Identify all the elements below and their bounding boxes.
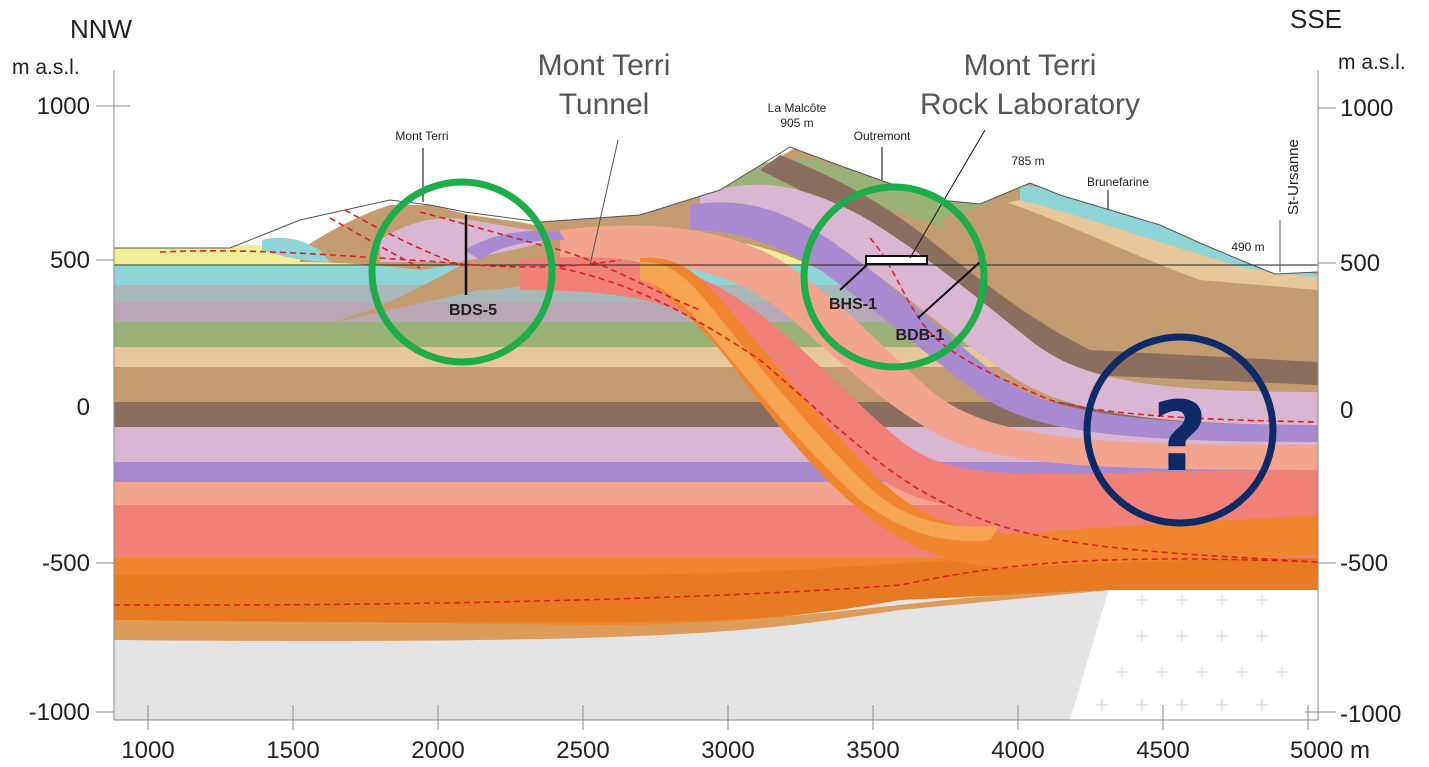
rock-laboratory-marker [865, 255, 928, 265]
fold-cyan-top [1020, 185, 1318, 278]
x-tick-3000: 3000 [701, 737, 754, 764]
label-490m: 490 m [1231, 240, 1264, 254]
right-unit-label: m a.s.l. [1338, 51, 1406, 74]
label-la-malcote-elev: 905 m [780, 116, 813, 130]
label-la-malcote: La Malcôte [768, 101, 827, 115]
tick-marks [96, 105, 1336, 730]
direction-nnw: NNW [70, 14, 133, 44]
unit-deep-orange-2 [114, 552, 1318, 623]
borehole-bhs1 [839, 263, 869, 291]
x-tick-1000: 1000 [121, 737, 174, 764]
lab-title-line1: Mont Terri [964, 49, 1097, 82]
crystalline-basement [1070, 585, 1318, 720]
right-tick-500: 500 [1340, 250, 1380, 277]
right-tick-minus500: -500 [1340, 550, 1388, 577]
basement-crosses [1096, 594, 1288, 711]
label-bhs1: BHS-1 [829, 296, 877, 313]
tunnel-title-line1: Mont Terri [538, 49, 671, 82]
left-tick-500: 500 [50, 247, 90, 274]
left-unit-label: m a.s.l. [12, 56, 80, 79]
label-outremont: Outremont [854, 129, 911, 143]
tunnel-pointer [589, 139, 619, 266]
label-bds5: BDS-5 [449, 302, 497, 319]
left-tick-1000: 1000 [37, 93, 90, 120]
label-785m: 785 m [1011, 154, 1044, 168]
lab-pointer [909, 129, 986, 259]
x-tick-2500: 2500 [556, 737, 609, 764]
right-tick-1000: 1000 [1340, 95, 1393, 122]
right-tick-minus1000: -1000 [1340, 701, 1401, 728]
fold-purple [690, 202, 1318, 442]
label-st-ursanne: St-Ursanne [1285, 139, 1302, 215]
right-tick-0: 0 [1340, 397, 1353, 424]
x-tick-3500: 3500 [846, 737, 899, 764]
x-tick-4000: 4000 [991, 737, 1044, 764]
question-mark: ? [1152, 381, 1208, 493]
x-tick-1500: 1500 [266, 737, 319, 764]
highlight-circle-lab [800, 183, 988, 371]
left-tick-0: 0 [77, 394, 90, 421]
mont-terri-fold-cyan [262, 237, 330, 262]
fold-pink [700, 184, 1318, 425]
label-brunefarine: Brunefarine [1087, 175, 1149, 189]
topography-line [114, 146, 1319, 275]
unit-orange-base [114, 590, 1110, 641]
label-bdb1: BDB-1 [896, 327, 945, 344]
question-circle [1083, 333, 1277, 527]
left-tick-minus1000: -1000 [29, 699, 90, 726]
x-tick-2000: 2000 [411, 737, 464, 764]
x-tick-5000: 5000 m [1290, 737, 1370, 764]
fold-dark-brown [760, 155, 1318, 385]
highlight-circle-bds5 [368, 178, 556, 366]
borehole-bdb1 [917, 261, 981, 319]
orange-limb-light [640, 261, 1000, 541]
lab-title-line2: Rock Laboratory [920, 88, 1140, 121]
tunnel-title-line2: Tunnel [559, 88, 650, 121]
mont-terri-fold-purple [465, 230, 565, 260]
left-tick-minus500: -500 [42, 550, 90, 577]
mont-terri-fold-pink [380, 218, 560, 262]
orange-limb [640, 257, 1318, 568]
fold-tan-2 [940, 200, 1318, 360]
fold-salmon [560, 225, 1318, 470]
fault-lines [113, 209, 1319, 606]
direction-sse: SSE [1290, 4, 1342, 34]
x-tick-4500: 4500 [1136, 737, 1189, 764]
label-mont-terri: Mont Terri [395, 129, 448, 143]
